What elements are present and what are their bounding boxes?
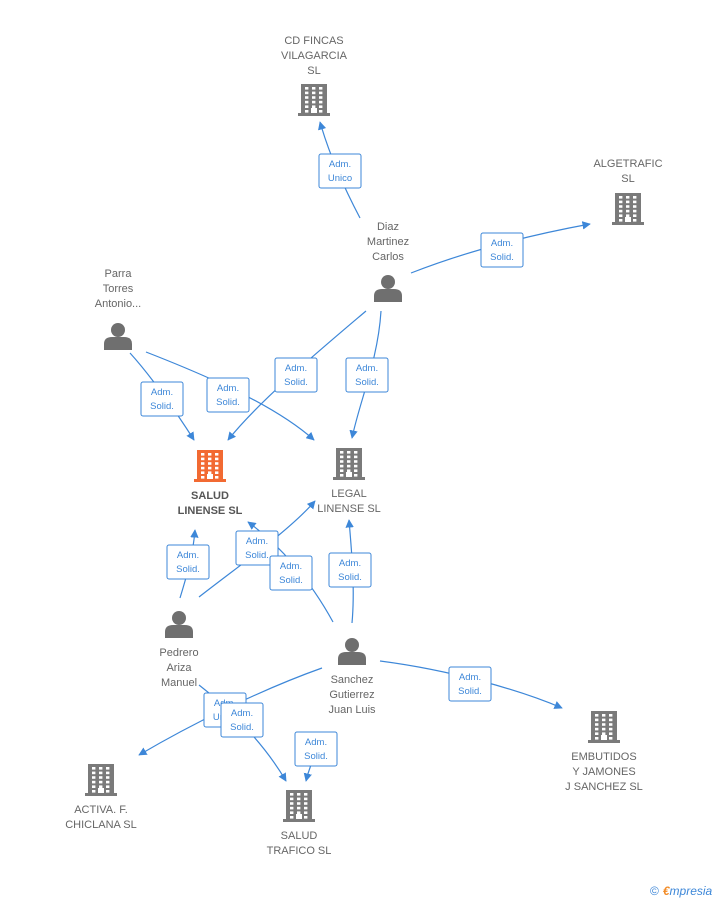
building-icon: [194, 450, 226, 482]
role-badge-text: Solid.: [490, 252, 514, 263]
node-label-line: Diaz: [377, 221, 399, 233]
node-label-line: SL: [621, 173, 634, 185]
role-badge-text: Adm.: [329, 159, 351, 170]
node-label-line: VILAGARCIA: [281, 50, 348, 62]
node-label-line: Pedrero: [159, 647, 198, 659]
role-badge-sanchez-to-salud_trafico[interactable]: Adm. Solid.: [294, 731, 338, 767]
building-icon: [298, 84, 330, 116]
node-label-line: Gutierrez: [329, 689, 374, 701]
node-label-line: SALUD: [281, 830, 318, 842]
node-label-line: Torres: [103, 283, 134, 295]
node-label-line: ACTIVA. F.: [74, 804, 128, 816]
person-node-parra[interactable]: ParraTorresAntonio...: [95, 268, 141, 350]
role-badge-text: Solid.: [245, 550, 269, 561]
role-badge-diaz-to-salud_linense[interactable]: Adm. Solid.: [274, 357, 318, 393]
role-badge-text: Adm.: [459, 672, 481, 683]
node-label-line: Juan Luis: [328, 704, 376, 716]
company-node-algetrafic[interactable]: ALGETRAFIC SL: [593, 158, 663, 225]
node-label-line: Manuel: [161, 677, 197, 689]
role-badge-text: Unico: [328, 173, 352, 184]
node-label-line: LINENSE SL: [317, 503, 381, 515]
nodes-layer: CD FINCAS VILAGARCIA SL ALGETRAFIC SL DiazMar…: [65, 35, 662, 857]
role-badge-text: Solid.: [304, 751, 328, 762]
brand-logo-mark: €: [662, 884, 670, 898]
node-label-line: Y JAMONES: [572, 766, 635, 778]
node-label-line: Ariza: [166, 662, 192, 674]
node-label-line: Martinez: [367, 236, 409, 248]
role-badge-text: Solid.: [176, 564, 200, 575]
node-label-line: Antonio...: [95, 298, 141, 310]
role-badge-text: Adm.: [280, 561, 302, 572]
copyright-symbol: ©: [650, 884, 659, 898]
node-label-line: Carlos: [372, 251, 404, 263]
role-badge-sanchez-to-legal_linense[interactable]: Adm. Solid.: [328, 552, 372, 588]
node-label-line: SL: [307, 65, 320, 77]
role-badge-sanchez-to-salud_linense[interactable]: Adm. Solid.: [269, 555, 313, 591]
role-badge-text: Adm.: [151, 387, 173, 398]
company-node-legal_linense[interactable]: LEGAL LINENSE SL: [317, 448, 381, 515]
role-badge-text: Adm.: [217, 383, 239, 394]
node-label-line: ALGETRAFIC: [593, 158, 662, 170]
role-badge-text: Adm.: [491, 238, 513, 249]
role-badge-pedrero-to-salud_linense[interactable]: Adm. Solid.: [166, 544, 210, 580]
role-badge-text: Solid.: [279, 575, 303, 586]
empresia-watermark[interactable]: ©€mpresia: [650, 884, 712, 898]
role-badge-text: Adm.: [246, 536, 268, 547]
role-badge-text: Solid.: [284, 377, 308, 388]
role-badge-parra-to-legal_linense[interactable]: Adm. Solid.: [206, 377, 250, 413]
building-icon: [85, 764, 117, 796]
company-node-salud_linense[interactable]: SALUD LINENSE SL: [178, 450, 243, 517]
node-label-line: J SANCHEZ SL: [565, 781, 643, 793]
node-label-line: Sanchez: [331, 674, 374, 686]
role-badge-text: Solid.: [216, 397, 240, 408]
role-badge-text: Solid.: [355, 377, 379, 388]
role-badge-text: Solid.: [338, 572, 362, 583]
node-label-line: LEGAL: [331, 488, 366, 500]
node-label-line: TRAFICO SL: [267, 845, 332, 857]
company-node-cd_fincas[interactable]: CD FINCAS VILAGARCIA SL: [281, 35, 348, 116]
role-badge-pedrero-to-salud_trafico[interactable]: Adm. Solid.: [220, 702, 264, 738]
role-badge-text: Adm.: [356, 363, 378, 374]
building-icon: [333, 448, 365, 480]
building-icon: [612, 193, 644, 225]
role-badge-diaz-to-cd_fincas[interactable]: Adm. Unico: [318, 153, 362, 189]
role-badge-diaz-to-algetrafic[interactable]: Adm. Solid.: [480, 232, 524, 268]
role-badge-text: Adm.: [339, 558, 361, 569]
building-icon: [588, 711, 620, 743]
person-icon: [165, 611, 193, 638]
company-node-embutidos[interactable]: EMBUTIDOS Y JAMONES J SANCHEZ SL: [565, 711, 643, 793]
role-badge-parra-to-salud_linense[interactable]: Adm. Solid.: [140, 381, 184, 417]
badges-layer: Adm.UnicoAdm.Solid.Adm.Solid.Adm.Solid.A…: [140, 153, 524, 767]
node-label-line: CD FINCAS: [284, 35, 343, 47]
person-icon: [338, 638, 366, 665]
person-icon: [104, 323, 132, 350]
role-badge-text: Adm.: [177, 550, 199, 561]
node-label-line: EMBUTIDOS: [571, 751, 636, 763]
node-label-line: Parra: [105, 268, 133, 280]
node-label-line: CHICLANA SL: [65, 819, 137, 831]
company-node-activa[interactable]: ACTIVA. F. CHICLANA SL: [65, 764, 137, 831]
role-badge-diaz-to-legal_linense[interactable]: Adm. Solid.: [345, 357, 389, 393]
building-icon: [283, 790, 315, 822]
brand-name: mpresia: [669, 884, 713, 898]
role-badge-text: Solid.: [458, 686, 482, 697]
role-badge-text: Solid.: [150, 401, 174, 412]
node-label-line: LINENSE SL: [178, 505, 243, 517]
role-badge-sanchez-to-embutidos[interactable]: Adm. Solid.: [448, 666, 492, 702]
role-badge-text: Adm.: [231, 708, 253, 719]
role-badge-text: Adm.: [285, 363, 307, 374]
person-icon: [374, 275, 402, 302]
role-badge-text: Adm.: [305, 737, 327, 748]
company-node-salud_trafico[interactable]: SALUD TRAFICO SL: [267, 790, 332, 857]
node-label-line: SALUD: [191, 490, 229, 502]
role-badge-pedrero-to-legal_linense[interactable]: Adm. Solid.: [235, 530, 279, 566]
role-badge-text: Solid.: [230, 722, 254, 733]
